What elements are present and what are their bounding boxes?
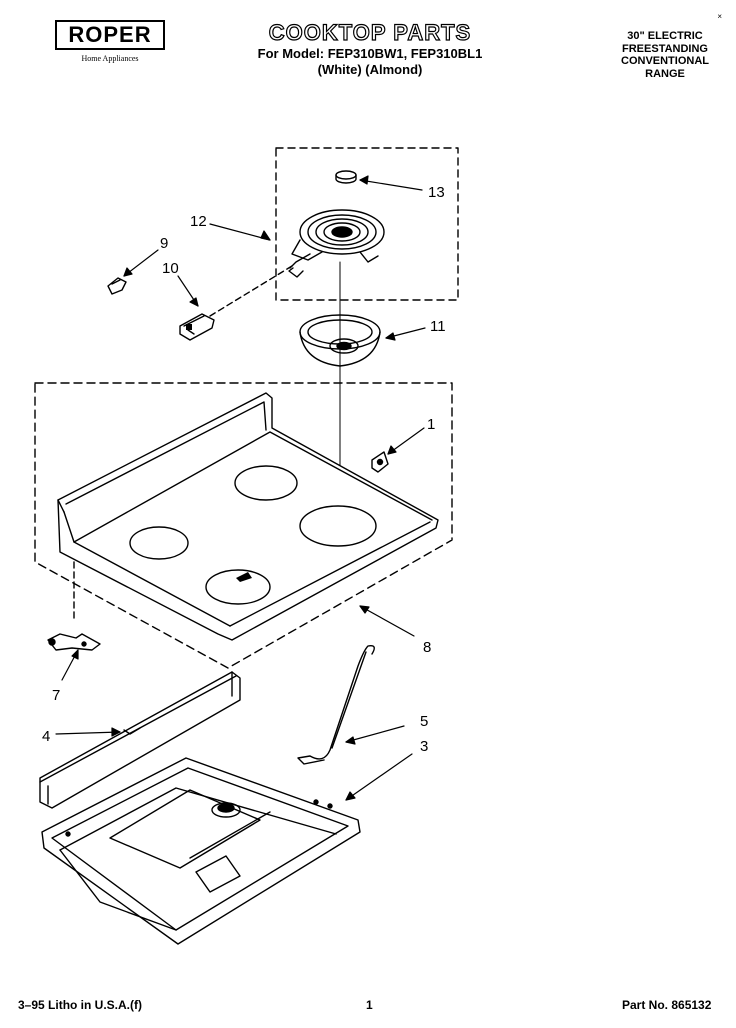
litho-note: 3–95 Litho in U.S.A.(f) <box>18 998 143 1012</box>
surface-element <box>288 209 385 278</box>
callout-11: 11 <box>430 318 446 335</box>
range-description-line: 30" ELECTRIC <box>627 30 703 42</box>
page-number: 1 <box>366 998 373 1012</box>
callout-7: 7 <box>52 687 60 704</box>
surface-element-cap <box>335 170 357 184</box>
cooktop-hinge <box>47 633 101 651</box>
terminal-clip <box>107 277 127 295</box>
model-numbers: For Model: FEP310BW1, FEP310BL1 <box>257 46 483 61</box>
callout-4: 4 <box>42 728 50 745</box>
range-description: 30" ELECTRIC FREESTANDING CONVENTIONAL R… <box>610 30 720 80</box>
corner-mark: × <box>717 12 722 21</box>
range-description-line: RANGE <box>645 67 685 80</box>
logo-subtitle: Home Appliances <box>81 54 139 63</box>
range-description-line: FREESTANDING <box>622 42 708 55</box>
logo-wordmark: ROPER <box>55 20 165 50</box>
cooktop-panel <box>57 392 439 641</box>
support-rod <box>297 644 375 765</box>
part-number: Part No. 865132 <box>622 998 712 1012</box>
model-colors: (White) (Almond) <box>317 62 423 77</box>
callout-3: 3 <box>420 738 428 755</box>
element-group-box <box>275 147 459 301</box>
callout-1: 1 <box>427 416 435 433</box>
page-header: COOKTOP PARTS For Model: FEP310BW1, FEP3… <box>230 20 510 78</box>
range-description-line: CONVENTIONAL <box>621 55 709 67</box>
cooktop-group-box <box>34 382 453 669</box>
callout-9: 9 <box>160 235 168 252</box>
element-receptacle <box>179 313 215 341</box>
burner-box <box>41 757 361 945</box>
leader-lines <box>55 175 426 801</box>
rear-panel <box>39 671 241 809</box>
callout-12: 12 <box>190 213 207 230</box>
callout-5: 5 <box>420 713 428 730</box>
roper-logo: ROPER Home Appliances <box>55 20 165 63</box>
callout-10: 10 <box>162 260 179 277</box>
page-title: COOKTOP PARTS <box>268 20 472 45</box>
hinge-clip <box>371 451 389 473</box>
callout-8: 8 <box>423 639 431 656</box>
callout-13: 13 <box>428 184 445 201</box>
